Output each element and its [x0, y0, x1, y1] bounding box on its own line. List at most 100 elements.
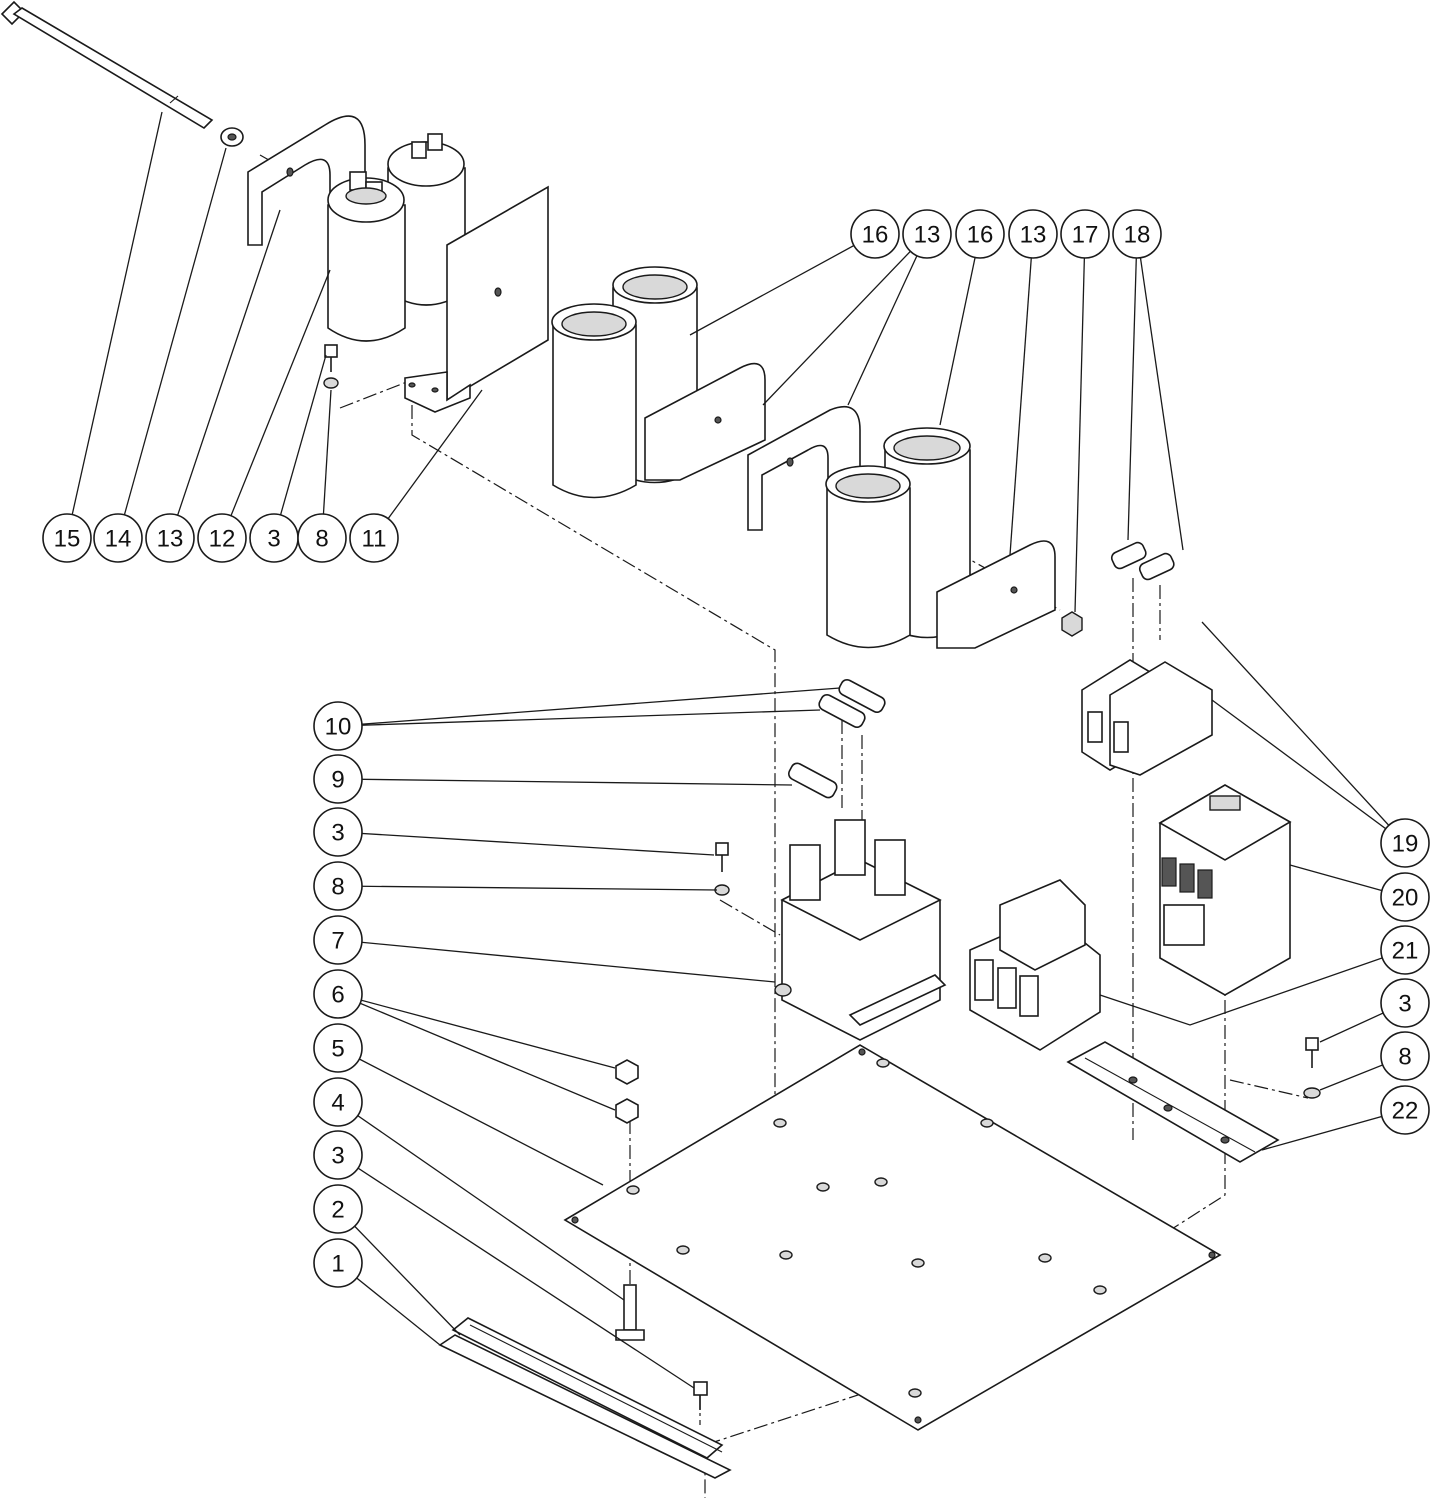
callout-circle — [313, 1023, 363, 1073]
callout-8: 8 — [1380, 1031, 1430, 1081]
callout-13: 13 — [1008, 209, 1058, 259]
callout-2: 2 — [313, 1184, 363, 1234]
callout-number: 22 — [1392, 1098, 1419, 1125]
callout-19: 19 — [1380, 818, 1430, 868]
lockwasher-middle — [714, 884, 730, 896]
callout-circle — [297, 513, 347, 563]
callout-number: 8 — [331, 874, 344, 901]
callout-number: 17 — [1072, 222, 1099, 249]
callout-number: 3 — [1398, 991, 1411, 1018]
callout-1: 1 — [313, 1238, 363, 1288]
fuse-top-right — [1138, 552, 1175, 581]
callout-circle — [197, 513, 247, 563]
callout-number: 13 — [157, 526, 184, 553]
callout-circle — [850, 209, 900, 259]
callout-number: 6 — [331, 982, 344, 1009]
callout-number: 18 — [1124, 222, 1151, 249]
callout-9: 9 — [313, 754, 363, 804]
fuse-10-upper — [838, 678, 886, 714]
callout-8: 8 — [297, 513, 347, 563]
capacitor-bracket-lower-right — [936, 540, 1056, 649]
callout-circle — [313, 969, 363, 1019]
callout-number: 13 — [914, 222, 941, 249]
callout-13: 13 — [145, 513, 195, 563]
callout-number: 20 — [1392, 885, 1419, 912]
callout-11: 11 — [349, 513, 399, 563]
overload-relay — [969, 879, 1101, 1051]
callout-circle — [1380, 872, 1430, 922]
hex-nut — [1061, 611, 1083, 637]
callout-number: 13 — [1020, 222, 1047, 249]
base-plate — [563, 1044, 1222, 1431]
callout-20: 20 — [1380, 872, 1430, 922]
callout-number: 2 — [331, 1197, 344, 1224]
callout-circle — [1380, 978, 1430, 1028]
callout-number: 1 — [331, 1251, 344, 1278]
callout-number: 8 — [315, 526, 328, 553]
din-rail — [1066, 1041, 1280, 1163]
callout-5: 5 — [313, 1023, 363, 1073]
callout-circle — [1380, 818, 1430, 868]
callout-4: 4 — [313, 1077, 363, 1127]
run-capacitor-front — [327, 171, 406, 342]
callout-circle — [313, 701, 363, 751]
callout-circle — [1060, 209, 1110, 259]
capacitor-bracket-left — [247, 115, 366, 246]
callout-18: 18 — [1112, 209, 1162, 259]
callout-circle — [313, 861, 363, 911]
callout-circle — [313, 915, 363, 965]
callout-17: 17 — [1060, 209, 1110, 259]
start-capacitor-mid-front — [551, 303, 637, 499]
capacitor-bracket-mid — [644, 362, 766, 481]
callout-3: 3 — [249, 513, 299, 563]
callout-circle — [42, 513, 92, 563]
flange-nut-lower — [615, 1098, 639, 1124]
callout-circle — [313, 1130, 363, 1180]
callout-number: 21 — [1392, 938, 1419, 965]
callout-circle — [1380, 1031, 1430, 1081]
callout-3: 3 — [313, 807, 363, 857]
screw-right — [1305, 1037, 1319, 1068]
callout-8: 8 — [313, 861, 363, 911]
callout-15: 15 — [42, 513, 92, 563]
callout-6: 6 — [313, 969, 363, 1019]
fuse-9 — [788, 762, 838, 799]
callout-circle — [902, 209, 952, 259]
callout-number: 14 — [105, 526, 132, 553]
callout-number: 16 — [862, 222, 889, 249]
callout-number: 7 — [331, 928, 344, 955]
callout-number: 15 — [54, 526, 81, 553]
callout-16: 16 — [955, 209, 1005, 259]
callout-7: 7 — [313, 915, 363, 965]
callout-3: 3 — [313, 1130, 363, 1180]
capacitor-mount-bracket — [404, 185, 549, 413]
callout-number: 3 — [331, 1143, 344, 1170]
callout-number: 8 — [1398, 1044, 1411, 1071]
callout-10: 10 — [313, 701, 363, 751]
fuse-block-transformer — [774, 819, 947, 1041]
callout-22: 22 — [1380, 1085, 1430, 1135]
callout-number: 11 — [362, 526, 387, 553]
terminal-block — [451, 1317, 724, 1459]
callout-circle — [1380, 1085, 1430, 1135]
callout-circle — [313, 1238, 363, 1288]
terminal-strip-rail — [438, 1334, 732, 1479]
callout-14: 14 — [93, 513, 143, 563]
callout-number: 3 — [331, 820, 344, 847]
callout-circle — [349, 513, 399, 563]
callout-number: 19 — [1392, 831, 1419, 858]
flange-nut-upper — [615, 1059, 639, 1085]
callout-3: 3 — [1380, 978, 1430, 1028]
fuse-top-left — [1110, 541, 1147, 570]
screw-bottom — [693, 1381, 708, 1410]
callout-number: 16 — [967, 222, 994, 249]
callout-number: 12 — [209, 526, 236, 553]
callout-circle — [1008, 209, 1058, 259]
lockwasher-left-bracket — [323, 377, 339, 389]
screw-left-bracket — [324, 344, 338, 372]
callout-circle — [313, 1184, 363, 1234]
callout-circle — [955, 209, 1005, 259]
